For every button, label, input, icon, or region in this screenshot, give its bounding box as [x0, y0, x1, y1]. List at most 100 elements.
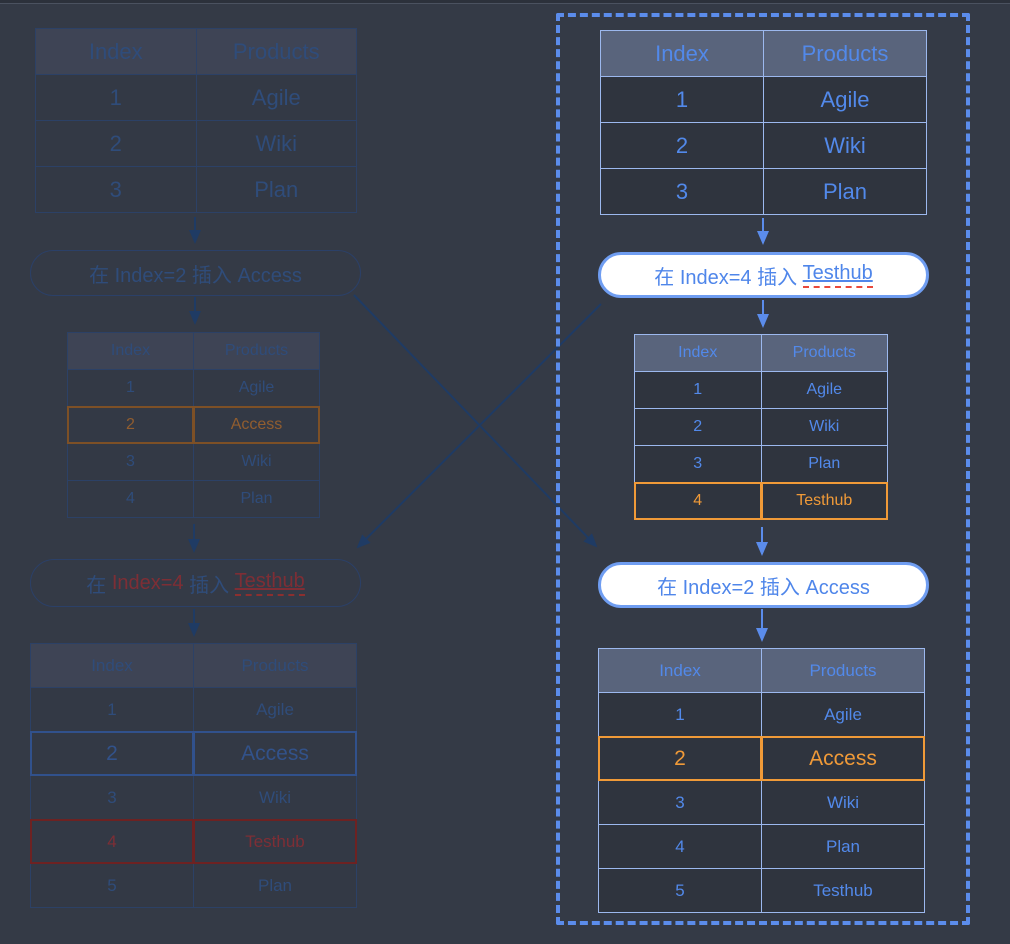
table-header-cell: Index	[598, 648, 762, 693]
table-cell: Plan	[193, 480, 320, 518]
table-cell: 3	[30, 775, 194, 820]
table-cell: 3	[598, 780, 762, 825]
table-header-cell: Products	[195, 28, 357, 75]
table-cell: Wiki	[193, 775, 357, 820]
table-cell: 1	[600, 76, 764, 123]
table-header-cell: Index	[30, 643, 194, 688]
table-cell: Testhub	[193, 819, 357, 864]
table-cell: 1	[598, 692, 762, 737]
table-cell: Wiki	[760, 408, 888, 446]
table-cell: Testhub	[761, 868, 925, 913]
table-cell: 3	[600, 168, 764, 215]
right-step2-label: 在 Index=2 插入 Access	[657, 576, 870, 599]
table-cell: Testhub	[760, 482, 888, 520]
left-step1-pill[interactable]: 在 Index=2 插入 Access	[30, 250, 361, 296]
table-cell: Plan	[760, 445, 888, 483]
left-step1-label: 在 Index=2 插入 Access	[89, 264, 302, 287]
table-cell: Plan	[763, 168, 927, 215]
table-cell: 4	[67, 480, 194, 518]
table-cell: 3	[67, 443, 194, 481]
table-header-cell: Index	[634, 334, 762, 372]
table-cell: Agile	[193, 687, 357, 732]
table-cell: 1	[67, 369, 194, 407]
table-cell: 1	[30, 687, 194, 732]
left-step2-label-index: Index=4	[111, 571, 184, 594]
table-cell: Access	[193, 406, 320, 444]
table-cell: Agile	[761, 692, 925, 737]
right-step1-label-testhub: Testhub	[802, 262, 873, 288]
table-cell: Plan	[193, 863, 357, 908]
table-cell: 1	[35, 74, 197, 121]
table-cell: Agile	[195, 74, 357, 121]
selection-dashed-container[interactable]	[556, 13, 970, 925]
table-cell: 5	[30, 863, 194, 908]
table-cell: 4	[598, 824, 762, 869]
table-cell: Access	[193, 731, 357, 776]
left-step2-label-part1: 在	[86, 574, 112, 597]
table-cell: 4	[30, 819, 194, 864]
table-cell: Plan	[195, 166, 357, 213]
table-cell: Agile	[763, 76, 927, 123]
window-top-edge	[0, 0, 1010, 4]
table-cell: 3	[35, 166, 197, 213]
table-cell: 2	[67, 406, 194, 444]
table-cell: 4	[634, 482, 762, 520]
left-step2-pill[interactable]: 在 Index=4 插入 Testhub	[30, 559, 361, 607]
table-cell: Wiki	[195, 120, 357, 167]
table-cell: Agile	[760, 371, 888, 409]
table-cell: 2	[600, 122, 764, 169]
table-header-cell: Index	[67, 332, 194, 370]
table-cell: 1	[634, 371, 762, 409]
table-cell: Access	[761, 736, 925, 781]
right-step1-pill[interactable]: 在 Index=4 插入 Testhub	[598, 252, 929, 298]
table-cell: Plan	[761, 824, 925, 869]
table-cell: 2	[598, 736, 762, 781]
right-step1-label-part1: 在 Index=4 插入	[654, 266, 803, 289]
table-cell: Wiki	[193, 443, 320, 481]
table-header-cell: Products	[760, 334, 888, 372]
table-header-cell: Products	[193, 332, 320, 370]
table-cell: 3	[634, 445, 762, 483]
table-cell: 2	[35, 120, 197, 167]
right-step2-pill[interactable]: 在 Index=2 插入 Access	[598, 562, 929, 608]
left-step2-label-testhub: Testhub	[234, 570, 305, 596]
table-cell: Wiki	[761, 780, 925, 825]
table-header-cell: Index	[600, 30, 764, 77]
table-header-cell: Products	[763, 30, 927, 77]
